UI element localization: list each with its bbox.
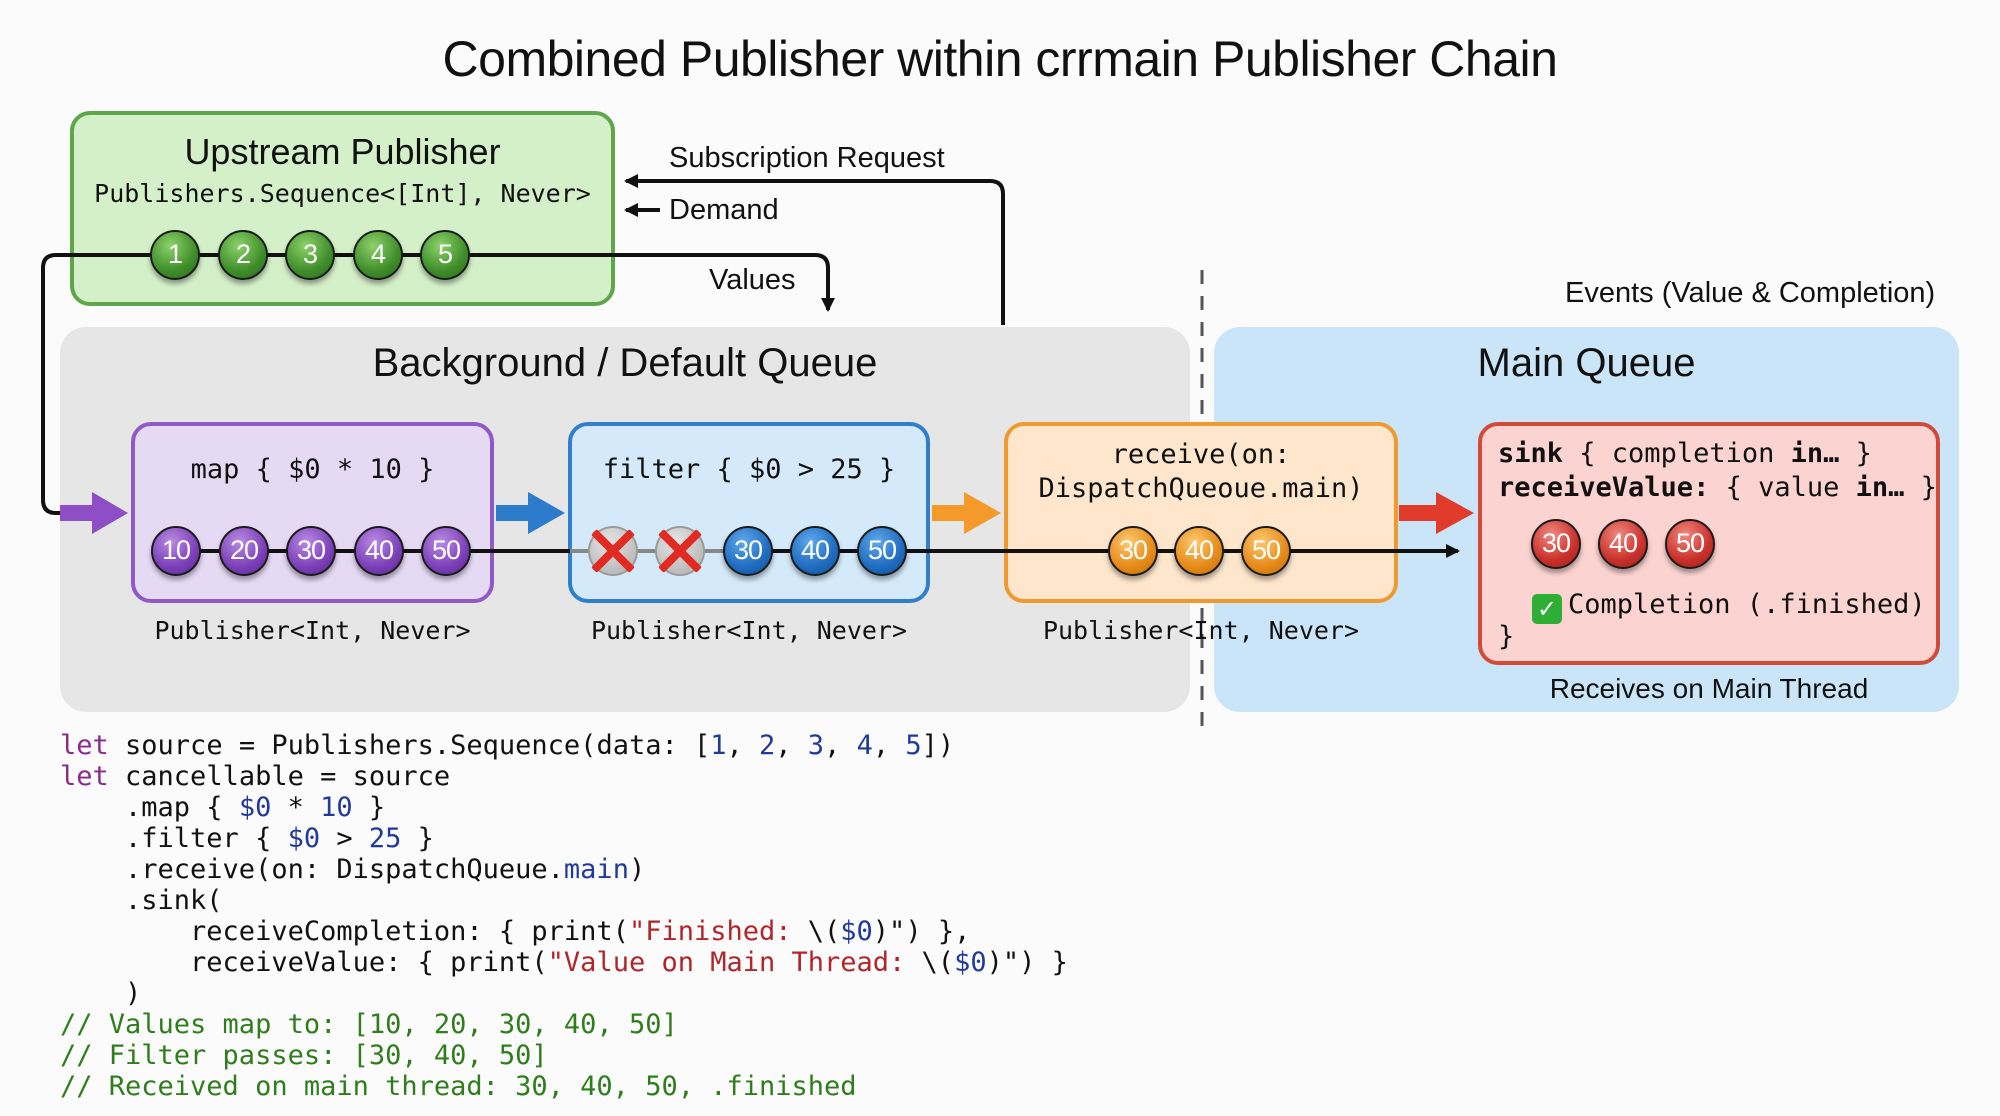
sink-keyword: sink xyxy=(1498,438,1564,469)
sink-text: { completion xyxy=(1563,438,1791,469)
filter-operator-label: filter { $0 > 25 } xyxy=(602,454,896,485)
map-value-ball: 40 xyxy=(354,526,404,576)
map-value-ball: 50 xyxy=(421,526,471,576)
receive-label-line2: DispatchQueoue.main) xyxy=(1038,473,1364,504)
sink-signature-line2: receiveValue: { value in… } xyxy=(1498,472,1937,503)
main-thread-caption: Receives on Main Thread xyxy=(1549,673,1869,704)
check-mark-icon: ✓ xyxy=(1532,594,1562,624)
upstream-value-ball: 5 xyxy=(420,230,470,280)
subscription-request-label: Subscription Request xyxy=(669,142,945,174)
sink-value-ball: 50 xyxy=(1665,519,1715,569)
sink-signature-line1: sink { completion in… } xyxy=(1498,438,1872,469)
events-label: Events (Value & Completion) xyxy=(1565,277,1936,309)
code-line: .filter { $0 > 25 } xyxy=(60,823,434,854)
filter-value-ball: 50 xyxy=(857,526,907,576)
code-block: let source = Publishers.Sequence(data: [… xyxy=(60,730,1068,1102)
receive-value-ball: 50 xyxy=(1241,526,1291,576)
receive-value-keyword: receiveValue: xyxy=(1498,472,1710,503)
sink-in: in… xyxy=(1790,438,1840,469)
completion-text: Completion (.finished) xyxy=(1568,589,1926,620)
upstream-value-ball: 1 xyxy=(150,230,200,280)
background-queue-title: Background / Default Queue xyxy=(372,341,878,385)
upstream-value-ball: 3 xyxy=(285,230,335,280)
values-label: Values xyxy=(709,264,796,296)
receive-value-ball: 30 xyxy=(1108,526,1158,576)
code-comment: // Received on main thread: 30, 40, 50, … xyxy=(60,1071,857,1102)
upstream-title: Upstream Publisher xyxy=(184,131,501,172)
receive-value-ball: 40 xyxy=(1174,526,1224,576)
receive-value-text: { value xyxy=(1709,472,1856,503)
receive-publisher-type: Publisher<Int, Never> xyxy=(1042,616,1360,645)
code-line: .sink( xyxy=(60,885,223,916)
code-line: receiveValue: { print("Value on Main Thr… xyxy=(60,947,1068,978)
receive-value-close: } xyxy=(1904,472,1937,503)
filter-value-ball: 30 xyxy=(723,526,773,576)
receive-value-in: in… xyxy=(1855,472,1905,503)
code-line: receiveCompletion: { print("Finished: \(… xyxy=(60,916,971,947)
upstream-value-ball: 2 xyxy=(218,230,268,280)
code-line: ) xyxy=(60,978,142,1009)
upstream-type: Publishers.Sequence<[Int], Never> xyxy=(94,179,591,208)
code-line: .receive(on: DispatchQueue.main) xyxy=(60,854,646,885)
filter-publisher-type: Publisher<Int, Never> xyxy=(590,616,908,645)
code-line: let source = Publishers.Sequence(data: [… xyxy=(60,730,955,761)
filtered-out-ball-x-icon xyxy=(655,526,705,576)
demand-label: Demand xyxy=(669,194,779,226)
map-operator-label: map { $0 * 10 } xyxy=(190,454,435,485)
upstream-value-ball: 4 xyxy=(353,230,403,280)
receive-on-operator-box: receive(on: DispatchQueoue.main) xyxy=(1004,422,1398,603)
receive-label-line1: receive(on: xyxy=(1111,439,1291,470)
map-value-ball: 30 xyxy=(286,526,336,576)
code-comment: // Filter passes: [30, 40, 50] xyxy=(60,1040,548,1071)
sink-subscriber-box: sink { completion in… } receiveValue: { … xyxy=(1478,422,1940,665)
code-comment: // Values map to: [10, 20, 30, 40, 50] xyxy=(60,1009,678,1040)
map-value-ball: 20 xyxy=(219,526,269,576)
sink-value-ball: 40 xyxy=(1598,519,1648,569)
completion-row: ✓Completion (.finished) xyxy=(1532,589,1926,624)
filtered-out-ball-x-icon xyxy=(588,526,638,576)
map-publisher-type: Publisher<Int, Never> xyxy=(154,616,471,645)
sink-closing-brace: } xyxy=(1498,621,1515,652)
code-line: let cancellable = source xyxy=(60,761,451,792)
code-line: .map { $0 * 10 } xyxy=(60,792,386,823)
diagram-title: Combined Publisher within crrmain Publis… xyxy=(442,31,1558,87)
main-queue-title: Main Queue xyxy=(1477,341,1696,385)
sink-close: } xyxy=(1839,438,1872,469)
filter-value-ball: 40 xyxy=(790,526,840,576)
upstream-publisher-box: Upstream Publisher Publishers.Sequence<[… xyxy=(70,111,615,306)
map-value-ball: 10 xyxy=(151,526,201,576)
sink-value-ball: 30 xyxy=(1531,519,1581,569)
